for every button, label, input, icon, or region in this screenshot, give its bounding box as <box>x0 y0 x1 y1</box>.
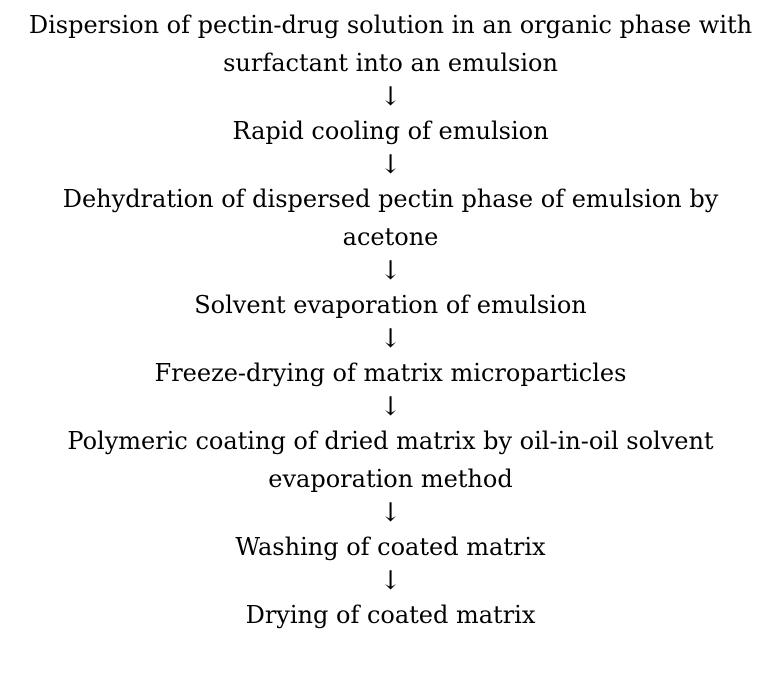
down-arrow-icon: ↓ <box>379 82 402 112</box>
down-arrow-icon: ↓ <box>379 392 402 422</box>
down-arrow-icon: ↓ <box>379 256 402 286</box>
step-polymeric-coating: Polymeric coating of dried matrix by oil… <box>67 427 714 493</box>
down-arrow-icon: ↓ <box>379 324 402 354</box>
step-rapid-cooling: Rapid cooling of emulsion <box>232 117 549 145</box>
down-arrow-icon: ↓ <box>379 566 402 596</box>
step-solvent-evaporation: Solvent evaporation of emulsion <box>194 291 587 319</box>
step-dispersion: Dispersion of pectin-drug solution in an… <box>28 11 753 77</box>
down-arrow-icon: ↓ <box>379 498 402 528</box>
step-dehydration: Dehydration of dispersed pectin phase of… <box>62 185 719 251</box>
flowchart: Dispersion of pectin-drug solution in an… <box>28 11 753 629</box>
step-washing: Washing of coated matrix <box>235 533 546 561</box>
step-freeze-drying: Freeze-drying of matrix microparticles <box>154 359 627 387</box>
step-drying: Drying of coated matrix <box>245 601 536 629</box>
down-arrow-icon: ↓ <box>379 150 402 180</box>
